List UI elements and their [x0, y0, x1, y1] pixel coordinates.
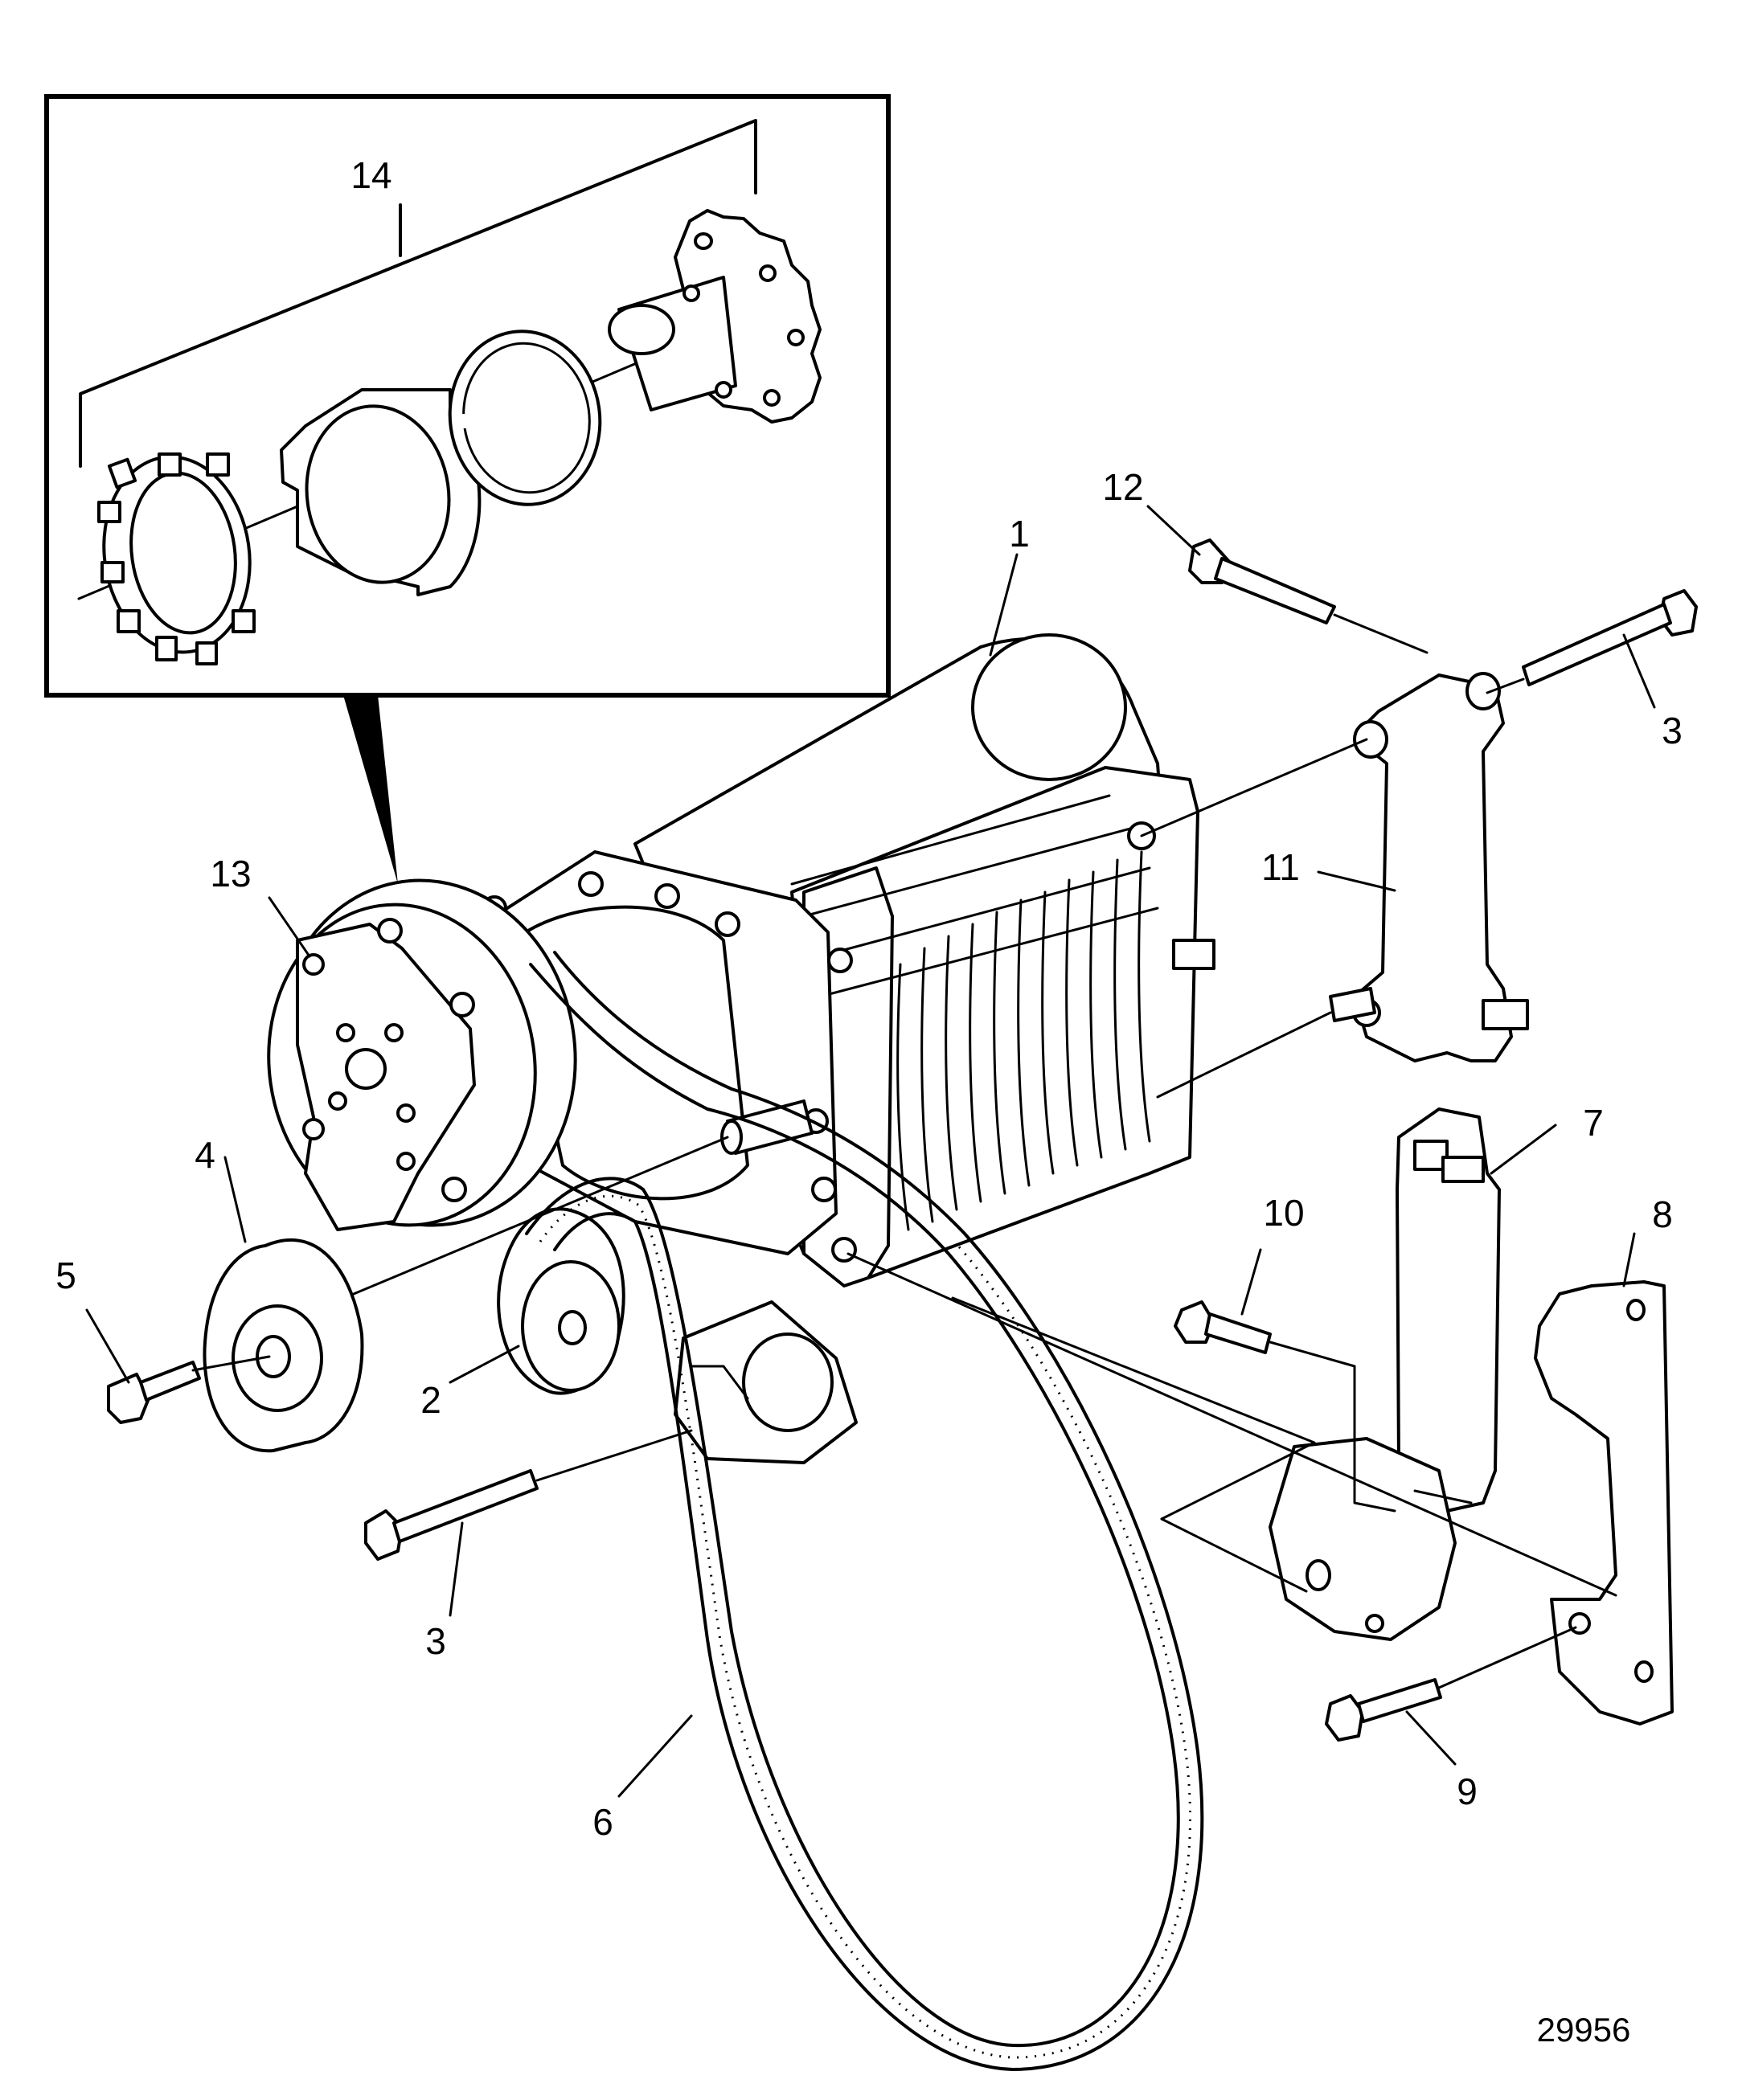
nut-ring-part: [280, 388, 482, 596]
callout-1: 1: [1009, 513, 1030, 555]
callout-12: 12: [1102, 466, 1143, 508]
lower-bracket-part: [1396, 1107, 1501, 1513]
lower-mount-part: [1269, 1437, 1457, 1641]
figure-id: 29956: [1537, 2011, 1631, 2049]
callout-10: 10: [1263, 1192, 1304, 1234]
callout-11: 11: [1261, 846, 1300, 888]
belt-tensioner-part: [674, 1300, 858, 1464]
leader-lines: [85, 505, 1656, 1798]
upper-bracket-part: [1329, 672, 1529, 1062]
drive-belt-part: [525, 951, 1204, 2071]
snap-ring-part: [448, 330, 602, 506]
bearing-housing-part: [608, 209, 822, 424]
screw-5-part: [107, 1361, 201, 1424]
cooling-fins: [790, 794, 1159, 1231]
bolt-12-part: [1188, 538, 1336, 624]
bolt-3-lower-part: [364, 1469, 539, 1561]
callout-3-lower: 3: [425, 1620, 446, 1662]
small-pulley-part: [497, 1207, 625, 1395]
callout-5: 5: [55, 1255, 76, 1296]
callout-14: 14: [350, 154, 391, 196]
supercharger-body-part: [481, 633, 1215, 1287]
callout-13: 13: [210, 853, 251, 894]
bolt-9-part: [1325, 1678, 1442, 1742]
callout-labels: 1 12 3 11 13 7 4 8 10 5 2 3 9 6: [55, 466, 1683, 1843]
bolt-3-upper-part: [1522, 589, 1698, 686]
callout-4: 4: [195, 1134, 215, 1176]
callout-6: 6: [592, 1801, 613, 1843]
assembly-guide-lines: [191, 613, 1617, 1689]
idler-pulley-part: [203, 1238, 364, 1453]
callout-8: 8: [1652, 1193, 1673, 1235]
callout-7: 7: [1583, 1102, 1604, 1144]
bolt-10-part: [1174, 1300, 1272, 1354]
mounting-plate-part: [1534, 1280, 1674, 1725]
lock-washer-part: [97, 452, 256, 665]
callout-3-upper: 3: [1662, 710, 1683, 751]
clutch-pulley-part: [267, 878, 577, 1231]
callout-9: 9: [1457, 1770, 1478, 1812]
inset-detail: 14: [44, 94, 891, 884]
callout-2: 2: [420, 1379, 441, 1421]
